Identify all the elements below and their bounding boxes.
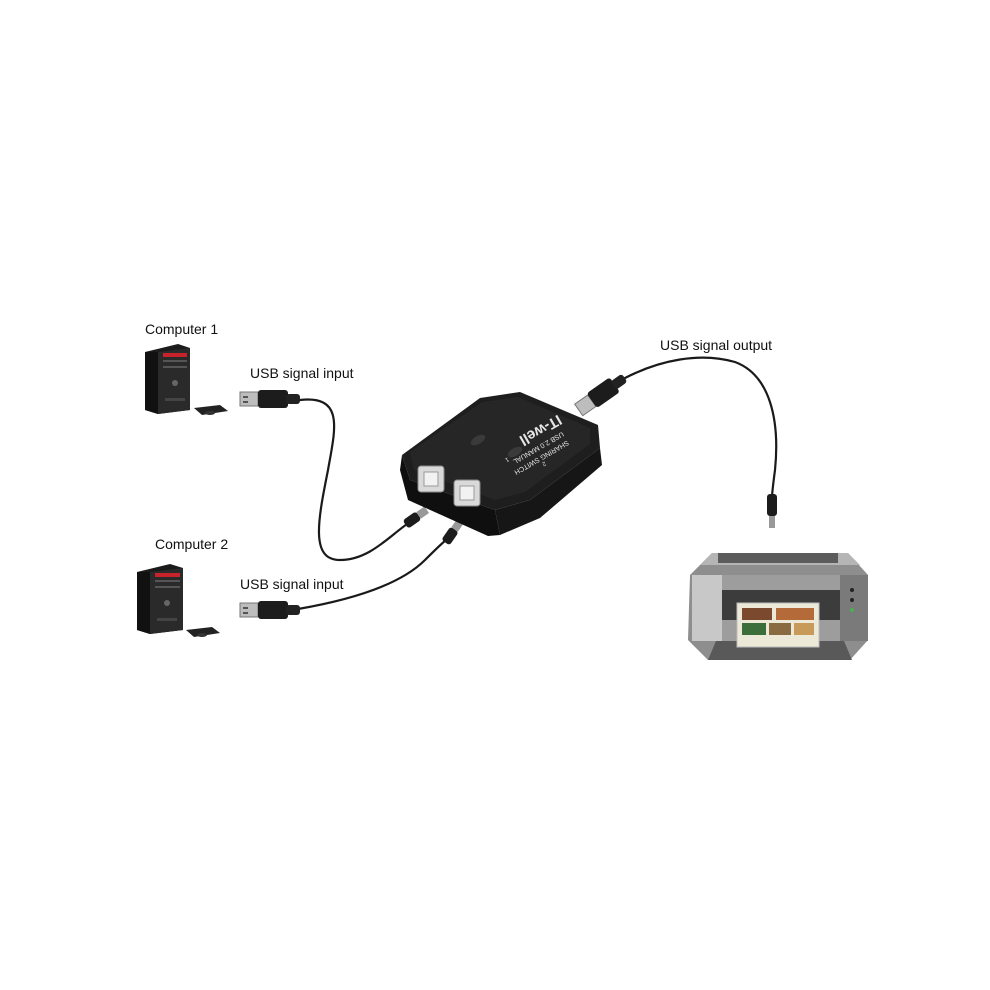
switch-port-marker-1: 1 (503, 456, 509, 463)
computer-2 (137, 564, 220, 637)
cables (296, 356, 778, 611)
switch-button-2 (507, 446, 523, 458)
printer-output-label: USB signal output (660, 337, 773, 353)
computer-1-label: Computer 1 (145, 321, 219, 337)
computer-1-input-label: USB signal input (250, 365, 354, 381)
computer-2-input-label: USB signal input (240, 576, 344, 592)
usb-a-plug-computer-2 (239, 601, 300, 619)
usb-a-plug-computer-1 (239, 390, 300, 408)
cable-printer (623, 356, 778, 500)
usb-sharing-switch: IT-well USB 2.0 MANUAL SHARING SWITCH 1 … (400, 392, 602, 536)
usb-b-port-1 (417, 465, 445, 493)
usb-b-plug-printer (767, 494, 777, 528)
switch-button-1 (470, 434, 486, 446)
usb-a-plug-printer-side (573, 374, 627, 417)
switch-port-marker-2: 2 (540, 460, 546, 467)
computer-1 (145, 344, 228, 415)
printer (688, 553, 868, 660)
computer-2-label: Computer 2 (155, 536, 229, 552)
usb-b-port-2 (453, 479, 481, 507)
cable-computer-1 (298, 398, 412, 562)
usb-b-plug-port-1 (403, 506, 430, 528)
cable-computer-2 (296, 538, 448, 611)
